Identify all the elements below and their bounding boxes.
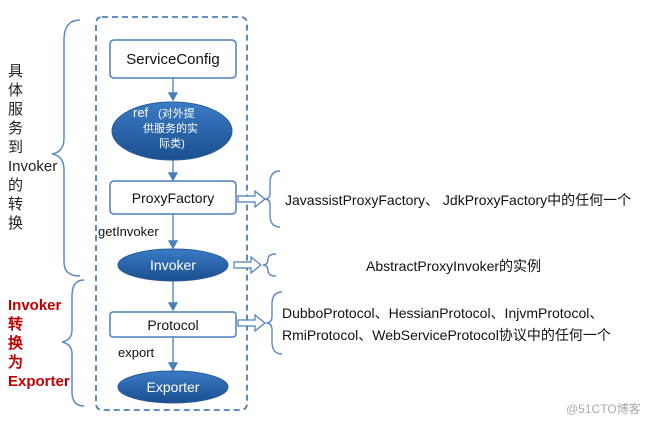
brace-protocol-note: [265, 291, 283, 355]
note-proxyfactory: JavassistProxyFactory、 JdkProxyFactory中的…: [285, 192, 632, 208]
exporter-label: Exporter: [147, 379, 200, 395]
ref-note: (对外提 供服务的实 际类): [143, 106, 201, 150]
brace-invoker-note: [262, 253, 277, 277]
protocol-label: Protocol: [147, 317, 198, 333]
get-invoker-label: getInvoker: [98, 224, 159, 239]
hollow-arrow-proxyfactory: [237, 189, 266, 209]
export-label: export: [118, 345, 155, 360]
hollow-arrow-protocol: [237, 313, 266, 333]
hollow-arrow-invoker: [233, 255, 262, 275]
watermark: @51CTO博客: [566, 402, 641, 416]
invoker-label: Invoker: [150, 257, 196, 273]
left-brace-top: [51, 19, 81, 277]
left-brace-bottom: [61, 279, 85, 407]
note-protocol: DubboProtocol、HessianProtocol、InjvmProto…: [282, 305, 611, 343]
proxy-factory-label: ProxyFactory: [132, 190, 214, 206]
brace-proxyfactory-note: [264, 170, 281, 228]
service-config-label: ServiceConfig: [126, 51, 219, 68]
exporter-ellipse: [117, 370, 229, 404]
ref-ellipse: [111, 101, 233, 161]
left-label-exporter-conversion: Invoker 转 换 为 Exporter: [8, 297, 70, 390]
left-label-invoker-conversion: 具 体 服 务 到 Invoker 的 转 换: [8, 63, 58, 232]
ref-label: ref: [133, 105, 149, 120]
note-invoker: AbstractProxyInvoker的实例: [366, 258, 542, 274]
